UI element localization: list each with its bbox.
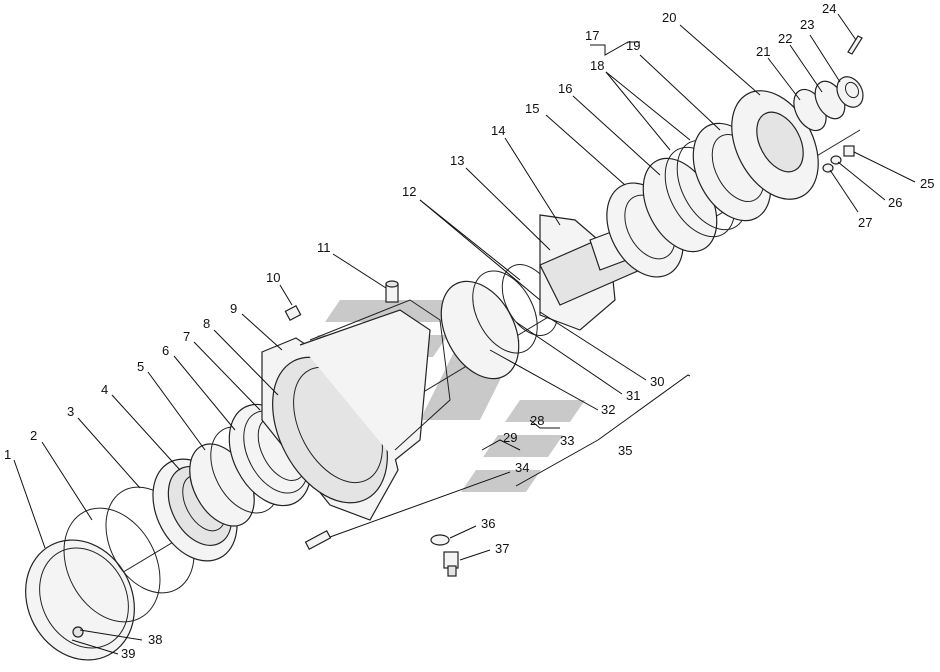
nut-27 (822, 163, 834, 173)
callout-21: 21 (756, 44, 770, 59)
breather-screw (385, 280, 399, 303)
nut-23 (836, 76, 864, 108)
shell (309, 299, 451, 451)
callout-15: 15 (525, 101, 539, 116)
callout-33: 33 (560, 433, 574, 448)
callout-12: 12 (402, 184, 416, 199)
callout-35: 35 (618, 443, 632, 458)
bolt-25 (843, 145, 855, 157)
callout-8: 8 (203, 316, 210, 331)
callout-30: 30 (650, 374, 664, 389)
callout-37: 37 (495, 541, 509, 556)
callout-11: 11 (317, 240, 331, 255)
callout-18: 18 (590, 58, 604, 73)
flange-20 (731, 90, 819, 200)
callout-13: 13 (450, 153, 464, 168)
drain-plug (443, 551, 459, 577)
washer-36 (430, 534, 450, 546)
callout-34: 34 (515, 460, 529, 475)
housing (261, 309, 431, 521)
callout-3: 3 (67, 404, 74, 419)
plug (284, 304, 302, 322)
callout-36: 36 (481, 516, 495, 531)
callout-25: 25 (920, 176, 934, 191)
callout-5: 5 (137, 359, 144, 374)
callout-17: 17 (585, 28, 599, 43)
callout-27: 27 (858, 215, 872, 230)
callout-39: 39 (121, 646, 135, 661)
callout-1: 1 (4, 447, 11, 462)
pin-34 (304, 530, 332, 550)
callout-20: 20 (662, 10, 676, 25)
callout-labels: 1 2 3 4 5 6 7 8 9 10 11 12 13 14 15 16 1… (4, 1, 934, 661)
ring-31 (472, 270, 538, 354)
callout-32: 32 (601, 402, 615, 417)
callout-2: 2 (30, 428, 37, 443)
callout-24: 24 (822, 1, 836, 16)
callout-28: 28 (530, 413, 544, 428)
ring-30 (440, 280, 520, 380)
callout-7: 7 (183, 329, 190, 344)
callout-26: 26 (888, 195, 902, 210)
seal-ring (63, 507, 161, 623)
callout-4: 4 (101, 382, 108, 397)
callout-29: 29 (503, 430, 517, 445)
callout-14: 14 (491, 123, 505, 138)
callout-6: 6 (162, 343, 169, 358)
leader-lines (13, 13, 916, 655)
callout-38: 38 (148, 632, 162, 647)
callout-23: 23 (800, 17, 814, 32)
callout-9: 9 (230, 301, 237, 316)
callout-10: 10 (266, 270, 280, 285)
cotter-pin (847, 35, 863, 55)
callout-16: 16 (558, 81, 572, 96)
callout-31: 31 (626, 388, 640, 403)
end-cover (25, 539, 135, 661)
callout-19: 19 (626, 38, 640, 53)
callout-22: 22 (778, 31, 792, 46)
